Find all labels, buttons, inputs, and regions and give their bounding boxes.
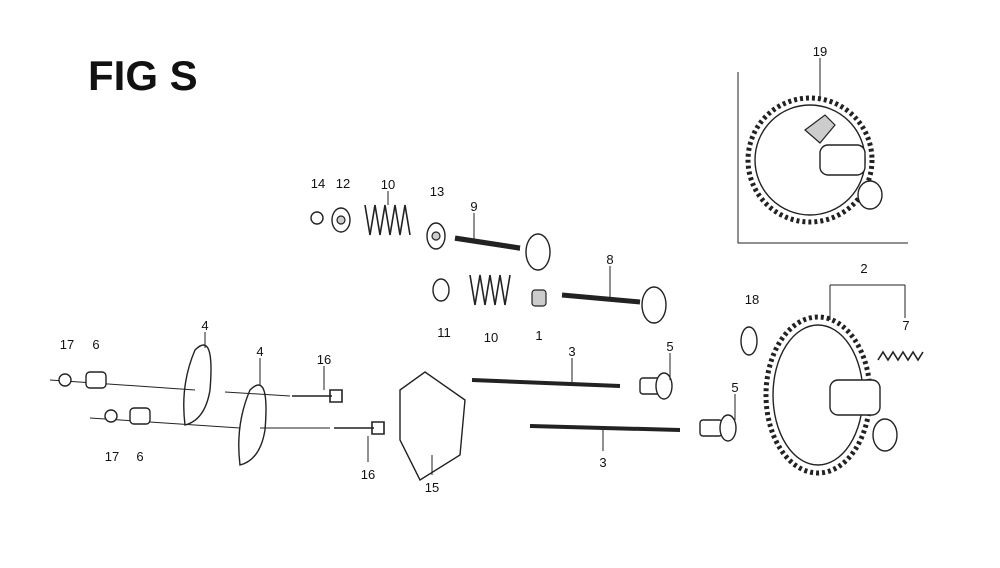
callout-9: 9 (470, 199, 477, 214)
callout-18: 18 (745, 292, 759, 307)
callout-12: 12 (336, 176, 350, 191)
callout-19: 19 (813, 44, 827, 59)
callout-6: 6 (92, 337, 99, 352)
callout-2: 2 (860, 261, 867, 276)
callout-15: 15 (425, 480, 439, 495)
callout-16b: 16 (361, 467, 375, 482)
push-rods (471, 372, 737, 442)
callout-5: 5 (666, 339, 673, 354)
figure-title: FIG S (88, 52, 198, 99)
callout-14: 14 (311, 176, 325, 191)
callout-10: 10 (381, 177, 395, 192)
callout-16: 16 (317, 352, 331, 367)
callout-8: 8 (606, 252, 613, 267)
callout-7: 7 (902, 318, 909, 333)
callout-4b: 4 (256, 344, 263, 359)
callout-10b: 10 (484, 330, 498, 345)
callout-6b: 6 (136, 449, 143, 464)
callout-17b: 17 (105, 449, 119, 464)
camshaft-gear (740, 314, 924, 476)
callouts: 19 14 12 10 13 9 8 11 10 1 18 2 7 4 4 17… (60, 44, 910, 495)
callout-5b: 5 (731, 380, 738, 395)
callout-3b: 3 (599, 455, 606, 470)
callout-17: 17 (60, 337, 74, 352)
rocker-arms (49, 344, 466, 482)
inset-frame (737, 72, 908, 244)
callout-11: 11 (437, 325, 451, 340)
leader-lines (204, 58, 906, 475)
camshaft-gear-inset (745, 95, 883, 225)
valve-parts-upper (310, 204, 551, 271)
callout-4: 4 (201, 318, 208, 333)
callout-13: 13 (430, 184, 444, 199)
callout-3: 3 (568, 344, 575, 359)
valve-parts-lower (432, 274, 667, 324)
callout-1: 1 (535, 328, 542, 343)
